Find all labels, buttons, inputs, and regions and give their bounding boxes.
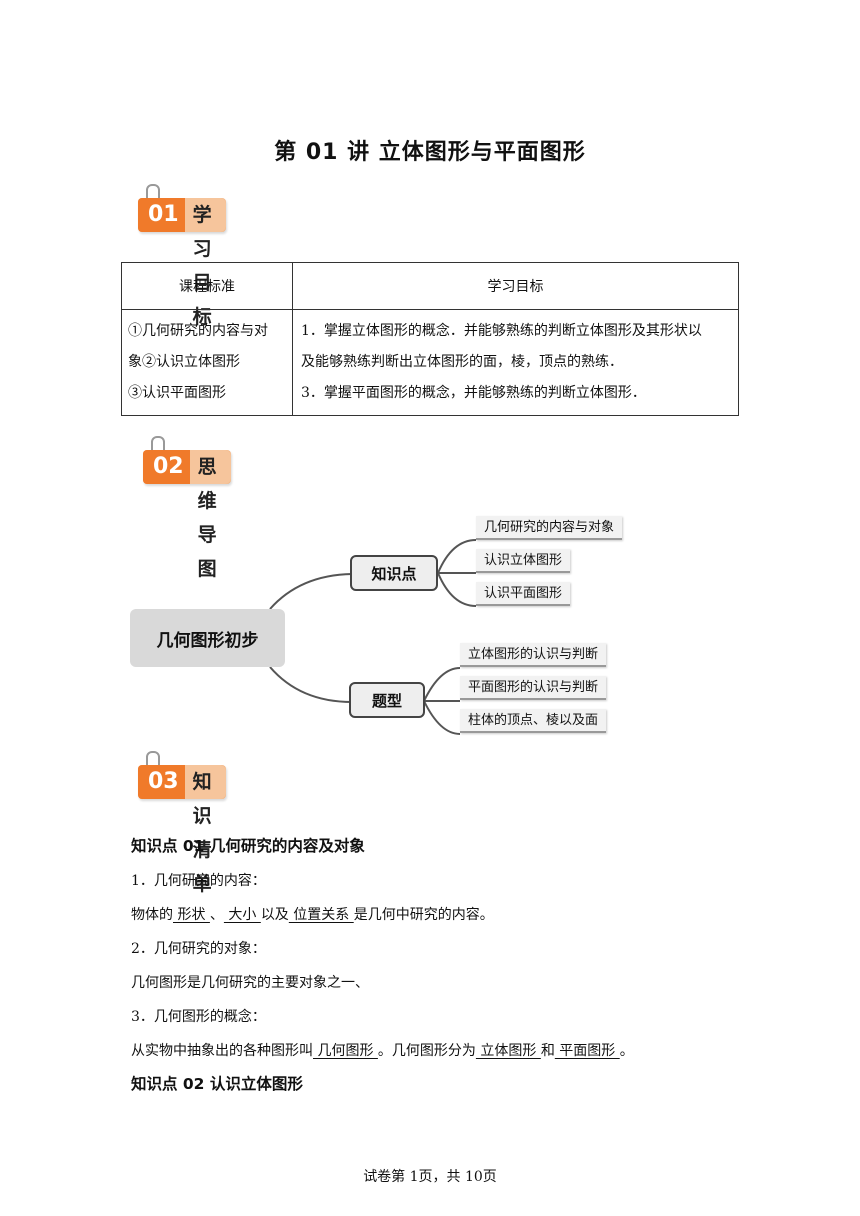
knowledge-point-heading: 知识点 02 认识立体图形 [131, 1075, 303, 1093]
badge-number: 02 [143, 450, 190, 484]
badge-label: 思维导图 [189, 450, 231, 580]
badge-label: 知识清单 [184, 765, 226, 895]
mindmap-root: 几何图形初步 [130, 609, 285, 667]
answer-blank: 平面图形 [554, 1043, 620, 1059]
paragraph: 物体的 形状 、 大小 以及 位置关系 是几何中研究的内容。 [131, 907, 494, 923]
answer-blank: 几何图形 [313, 1043, 378, 1059]
mindmap-node-knowledge: 知识点 [350, 555, 438, 591]
badge-number: 01 [138, 198, 185, 232]
list-item: 2．几何研究的对象： [131, 941, 266, 957]
table-cell-goals: 1．掌握立体图形的概念．并能够熟练的判断立体图形及其形状以 及能够熟练判断出立体… [292, 309, 739, 416]
mindmap-node-question-types: 题型 [349, 682, 425, 718]
answer-blank: 形状 [173, 907, 210, 923]
curriculum-table: 课程标准 学习目标 ①几何研究的内容与对 象②认识立体图形 ③认识平面图形 1．… [121, 262, 739, 416]
mindmap-leaf: 认识立体图形 [476, 549, 571, 573]
answer-blank: 立体图形 [475, 1043, 541, 1059]
answer-blank: 位置关系 [288, 907, 354, 923]
mindmap-leaf: 几何研究的内容与对象 [476, 516, 623, 540]
paragraph: 几何图形是几何研究的主要对象之一、 [131, 975, 369, 991]
mindmap-connectors [269, 539, 477, 735]
list-item: 3．几何图形的概念： [131, 1009, 266, 1025]
knowledge-point-heading: 知识点 01 几何研究的内容及对象 [131, 837, 365, 855]
table-cell-standard: ①几何研究的内容与对 象②认识立体图形 ③认识平面图形 [121, 309, 293, 416]
table-header-goals: 学习目标 [292, 262, 739, 310]
mindmap-leaf: 认识平面图形 [476, 582, 571, 606]
answer-blank: 大小 [223, 907, 261, 923]
paragraph: 从实物中抽象出的各种图形叫 几何图形 。几何图形分为 立体图形 和 平面图形 。 [131, 1043, 634, 1059]
mindmap-leaf: 平面图形的认识与判断 [460, 676, 607, 700]
badge-number: 03 [138, 765, 185, 799]
list-item: 1．几何研究的内容： [131, 873, 266, 889]
table-header-standard: 课程标准 [121, 262, 293, 310]
page-title: 第 01 讲 立体图形与平面图形 [274, 140, 586, 165]
mindmap-leaf: 柱体的顶点、棱以及面 [460, 709, 607, 733]
page-footer: 试卷第 1页，共 10页 [363, 1169, 497, 1185]
mindmap-leaf: 立体图形的认识与判断 [460, 643, 607, 667]
